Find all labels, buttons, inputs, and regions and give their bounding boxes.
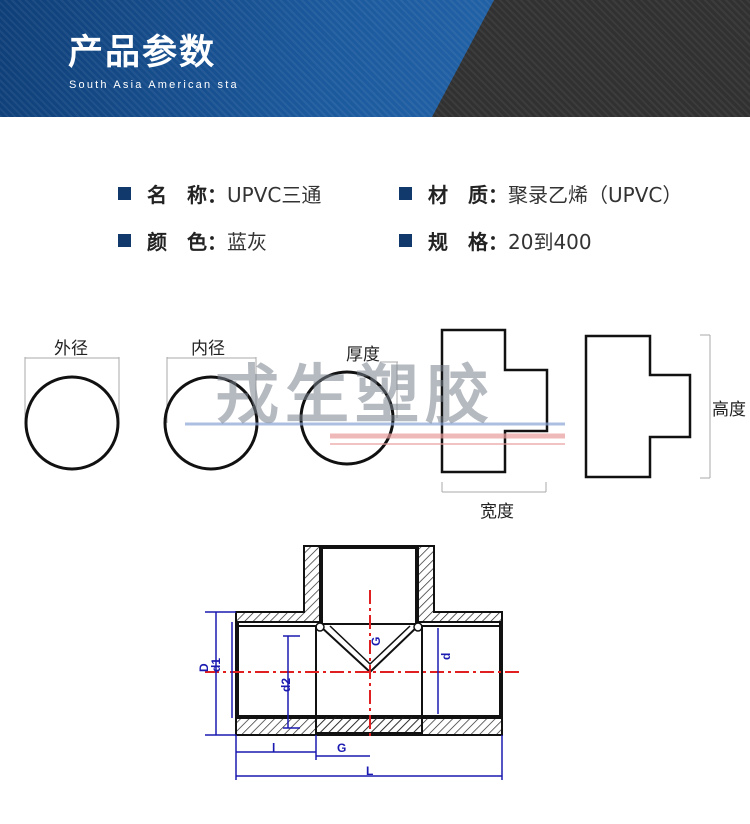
bullet-square-icon [118,234,131,247]
tee-height-diagram [584,334,711,479]
spec-material: 材 质： 聚录乙烯（UPVC） [399,179,682,208]
label-l: l [272,741,275,755]
banner-blue-panel [0,0,494,117]
spec-value: 聚录乙烯（UPVC） [508,183,683,207]
spec-label: 颜 色： [147,230,227,254]
label-G-top: G [369,637,383,646]
spec-label: 材 质： [428,183,508,207]
spec-value: 蓝灰 [227,230,267,254]
outer-diameter-label: 外径 [54,339,88,359]
bullet-square-icon [399,234,412,247]
spec-label: 规 格： [428,230,508,254]
width-label: 宽度 [480,502,514,522]
label-L: L [366,764,373,778]
spec-value: 20到400 [508,230,592,254]
bullet-square-icon [399,187,412,200]
thickness-diagram [299,361,398,466]
spec-name: 名 称： UPVC三通 [118,179,321,208]
label-G-bottom: G [337,741,346,755]
bullet-square-icon [118,187,131,200]
page-title: 产品参数 [68,33,217,73]
inner-diameter-label: 内径 [191,339,225,359]
watermark-swoosh [185,422,565,445]
thickness-label: 厚度 [346,345,380,365]
spec-value: UPVC三通 [227,183,322,207]
centerlines [205,590,520,740]
banner-dark-panel [432,0,750,117]
spec-label: 名 称： [147,183,227,207]
label-d2: d2 [279,678,293,692]
height-label: 高度 [712,400,746,420]
label-D: D [197,663,211,672]
dimension-lines [205,611,503,780]
label-d1: d1 [209,658,223,672]
outer-diameter-diagram [24,357,120,471]
label-d: d [439,653,453,660]
header-banner: 产品参数 South Asia American sta [0,0,750,117]
spec-size: 规 格： 20到400 [399,226,592,255]
watermark-text: 戎生塑胶 [215,359,495,433]
dimension-labels: D d1 d2 d G G l L [197,637,453,778]
page-subtitle: South Asia American sta [69,79,239,91]
spec-color: 颜 色： 蓝灰 [118,226,267,255]
